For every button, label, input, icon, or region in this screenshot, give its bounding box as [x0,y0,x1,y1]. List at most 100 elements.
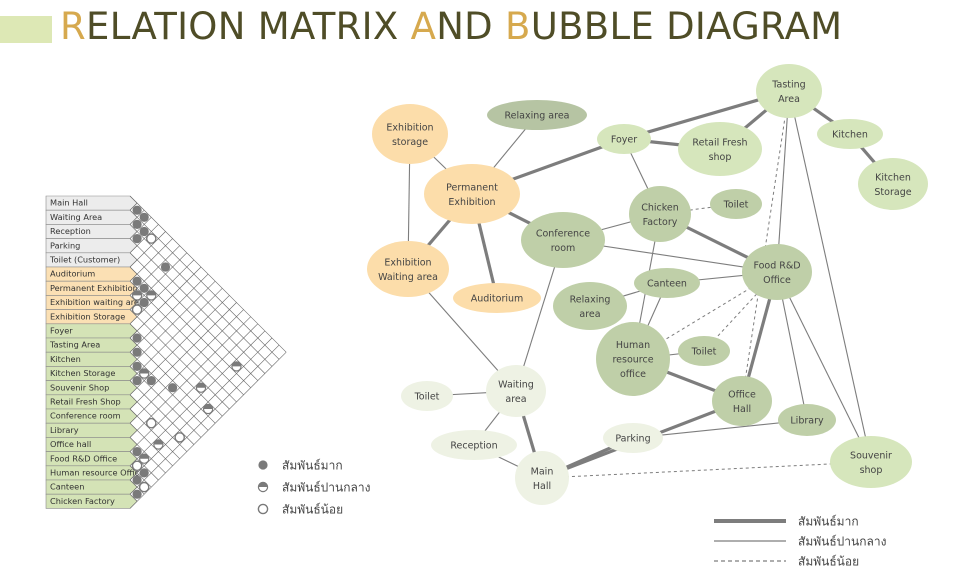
matrix-row-label: Toilet (Customer) [49,254,120,264]
matrix-relation-dot-strong [132,234,142,244]
node-label: Office [763,275,791,286]
node-label: Exhibition [386,122,433,133]
matrix-relation-dot-medium [231,361,242,372]
matrix-row-label: Retail Fresh Shop [50,396,121,406]
matrix-relation-dot-strong [146,376,156,386]
matrix-row-label: Human resource Office [50,467,144,477]
node-label: Toilet [723,200,749,211]
node-label: Exhibition [448,197,495,208]
node-label: Exhibition [384,257,431,268]
edge-food_rd-souvenir [776,271,872,463]
matrix-relation-dot-medium [195,382,207,393]
node-label: Retail Fresh [692,137,747,148]
matrix-legend-medium-icon [257,481,269,493]
node-label: Kitchen [875,172,911,183]
node-label: shop [709,152,732,163]
matrix-row-label: Foyer [50,325,73,335]
node-label: Area [778,94,800,105]
node-label: Main [531,466,554,477]
node-label: Office [728,389,756,400]
matrix-relation-dot-medium [138,453,150,464]
node-label: area [505,394,526,405]
matrix-relation-dot-strong [132,205,142,215]
node-label: Conference [536,228,590,239]
node-label: Toilet [691,347,717,358]
matrix-relation-dot-weak [145,417,157,429]
matrix-row-label: Reception [50,226,91,236]
node-conference: Conference room [521,212,605,268]
node-library: Library [778,404,836,436]
matrix-relation-dot-strong [139,283,149,293]
edge-main_hall-souvenir [541,461,872,479]
matrix-relation-dot-strong [132,276,142,286]
node-label: resource [612,355,653,366]
node-relax-mid: Relaxing area [553,282,627,330]
matrix-row-label: Parking [50,240,80,250]
matrix-row-label: Auditorium [50,269,95,279]
node-label: Waiting [498,379,534,390]
matrix-relation-dot-weak [131,460,143,472]
node-label: Food R&D [753,260,800,271]
matrix-legend-label: สัมพันธ์น้อย [282,503,343,517]
title-text: ND [436,5,506,48]
node-label: Relaxing [570,294,611,305]
node-label: area [579,309,600,320]
matrix-relation-dot-strong [132,489,142,499]
node-label: room [551,243,576,254]
node-reception: Reception [431,430,517,460]
node-label: Souvenir [850,450,892,461]
matrix-relation-dot-medium [153,439,164,450]
bubble-legend-label: สัมพันธ์ปานกลาง [798,535,886,549]
node-label: Permanent [446,182,498,193]
node-kitchen: Kitchen [817,119,883,149]
bubble-legend-label: สัมพันธ์น้อย [798,555,859,569]
node-label: office [620,369,646,380]
matrix-relation-dot-weak [174,432,185,443]
matrix-row-label: Conference room [50,411,121,421]
node-label: Waiting area [378,272,438,283]
matrix-relation-dot-medium [131,290,143,301]
matrix-relation-dot-strong [168,383,178,393]
matrix-relation-dot-strong [139,297,149,308]
node-label: Library [790,416,824,427]
matrix-relation-dot-weak [145,233,157,244]
matrix-relation-dot-strong [132,361,142,371]
node-label: Relaxing area [505,111,570,122]
node-relax-top: Relaxing area [487,100,587,130]
matrix-row-label: Kitchen Storage [50,368,115,378]
matrix-row-label: Chicken Factory [50,496,115,506]
matrix-relation-dot-strong [160,262,171,272]
node-label: storage [392,137,428,148]
node-label: Foyer [611,135,637,146]
node-label: Hall [733,404,751,415]
matrix-row-label: Main Hall [50,198,88,208]
matrix-row-label: Souvenir Shop [50,382,109,392]
matrix-relation-dot-weak [138,481,150,493]
matrix-row-label: Exhibition Storage [50,311,125,321]
matrix-row-label: Kitchen [50,354,81,364]
matrix-row-label: Tasting Area [49,340,100,350]
matrix-row-label: Office hall [50,439,91,449]
title-text: UBBLE DIAGRAM [530,5,843,48]
node-label: Kitchen [832,130,868,141]
node-label: Parking [615,434,650,445]
node-label: shop [860,465,883,476]
matrix-relation-dot-strong [132,347,142,357]
matrix-relation-dot-medium [202,403,214,415]
matrix-relation-dot-strong [139,212,149,222]
edge-tasting-souvenir [788,90,872,463]
matrix-relation-dot-strong [132,333,142,343]
matrix-legend-weak-icon [257,503,269,515]
matrix-row-label: Permanent Exhibition [50,283,138,293]
matrix-relation-dot-strong [132,376,142,386]
matrix-relation-dot-weak [131,304,143,315]
matrix-row-label: Library [50,425,79,435]
node-souvenir: Souvenir shop [830,436,912,488]
node-label: Reception [450,441,497,452]
matrix-relation-dot-strong [132,475,142,485]
